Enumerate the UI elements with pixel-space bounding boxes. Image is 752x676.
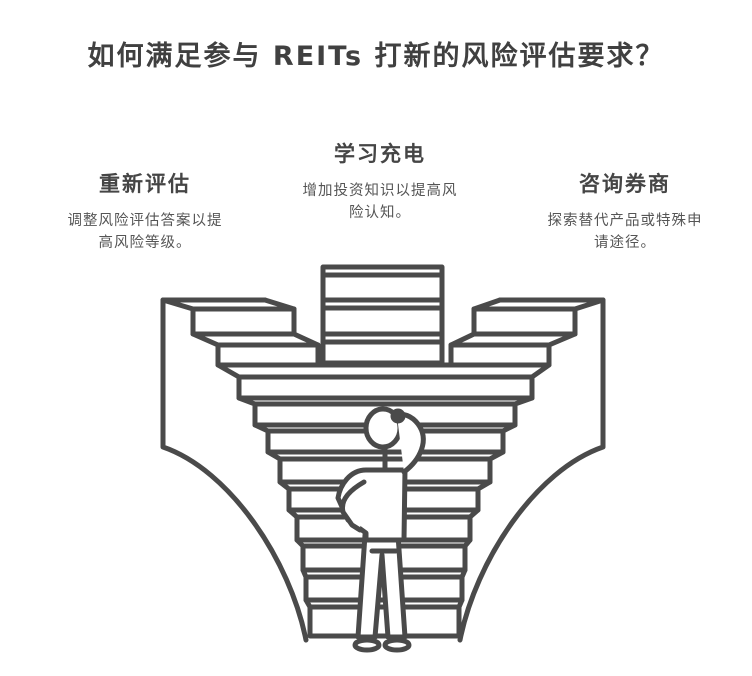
left-steps-icon [160,297,321,368]
option-learn: 学习充电 增加投资知识以提高风 险认知。 [275,138,485,224]
funnel-frame-icon [160,297,606,643]
top-center-block-icon [320,264,445,366]
option-heading: 咨询券商 [579,172,671,196]
description-line: 险认知。 [349,205,411,221]
option-description: 调整风险评估答案以提 高风险等级。 [45,210,245,254]
description-line: 请途径。 [594,235,656,251]
right-steps-icon [448,297,606,368]
description-line: 探索替代产品或特殊申 [547,213,703,229]
option-description: 探索替代产品或特殊申 请途径。 [520,210,730,254]
option-heading: 学习充电 [334,142,426,166]
description-line: 调整风险评估答案以提 [67,213,223,229]
diagram-title: 如何满足参与 REITs 打新的风险评估要求？ [87,41,665,72]
option-description: 增加投资知识以提高风 险认知。 [275,180,485,224]
confused-person-icon [335,406,426,653]
option-heading: 重新评估 [99,172,191,196]
option-reassess: 重新评估 调整风险评估答案以提 高风险等级。 [45,168,245,254]
description-line: 高风险等级。 [98,235,192,251]
option-consult-broker: 咨询券商 探索替代产品或特殊申 请途径。 [520,168,730,254]
description-line: 增加投资知识以提高风 [302,183,458,199]
